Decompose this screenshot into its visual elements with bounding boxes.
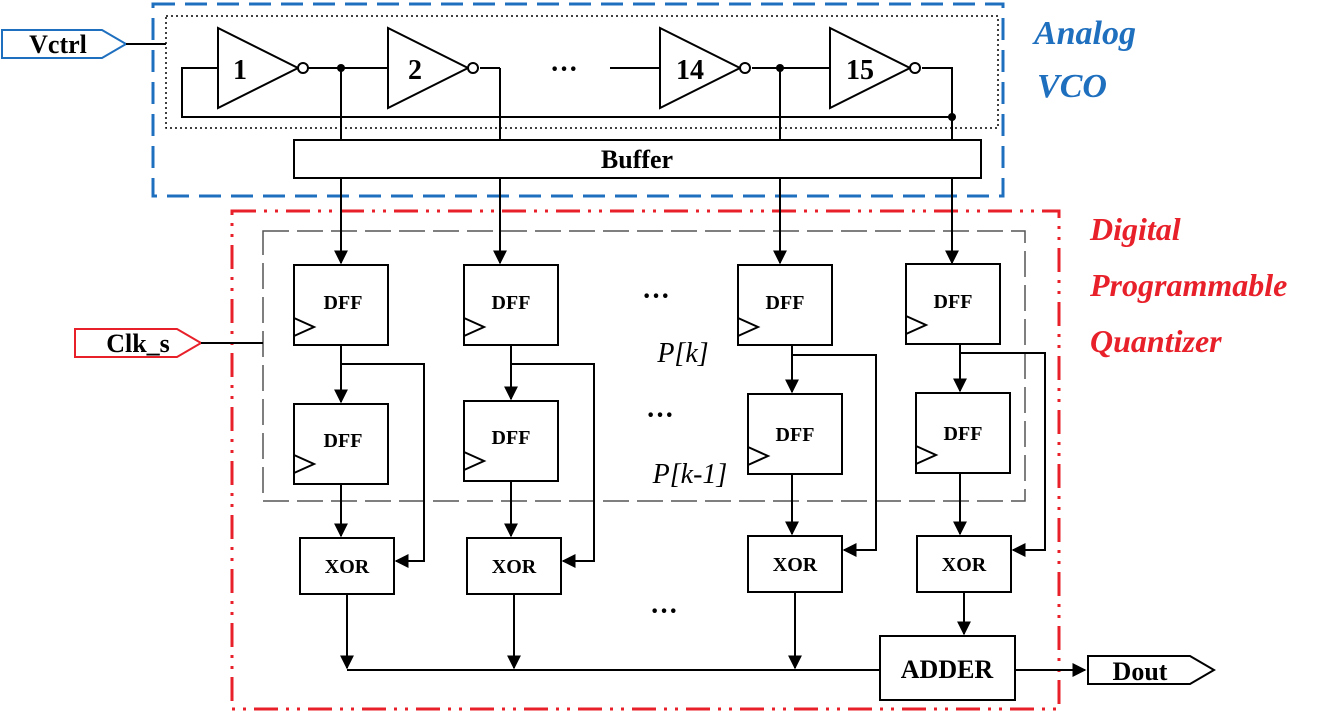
dout-port xyxy=(1087,655,1216,685)
clk-port xyxy=(74,328,203,358)
dff-label: DFF xyxy=(776,424,815,446)
quantizer-title-line1: Digital xyxy=(1089,211,1181,247)
xor-label: XOR xyxy=(773,554,818,576)
inverter-2-label: 2 xyxy=(408,55,422,86)
vco-ellipsis: ··· xyxy=(550,54,578,85)
inverter-15-label: 15 xyxy=(846,55,874,86)
vco-title-line2: VCO xyxy=(1037,68,1107,105)
dff-label: DFF xyxy=(934,291,973,313)
quantizer-title-line2: Programmable xyxy=(1089,267,1287,303)
vctrl-label: Vctrl xyxy=(29,30,87,59)
column-4: DFF DFF XOR xyxy=(905,263,1012,593)
inverter-2: 2 xyxy=(387,26,479,110)
column-3: DFF DFF XOR xyxy=(737,264,843,593)
register-boundary xyxy=(262,230,1026,502)
quantizer-title-line3: Quantizer xyxy=(1090,323,1222,359)
inverter-1-label: 1 xyxy=(233,55,247,86)
dff-label: DFF xyxy=(766,292,805,314)
dout-label: Dout xyxy=(1113,657,1168,686)
vctrl-port xyxy=(1,29,128,59)
ellipsis-dff-row: ··· xyxy=(642,281,670,312)
adder-label: ADDER xyxy=(901,655,994,684)
xor-label: XOR xyxy=(325,556,370,578)
inverter-14: 14 xyxy=(659,26,751,110)
inverter-14-label: 14 xyxy=(676,55,704,86)
buffer-block xyxy=(293,139,982,179)
inverter-1: 1 xyxy=(217,26,309,110)
xor-label: XOR xyxy=(492,556,537,578)
pk-label: P[k] xyxy=(656,338,708,369)
column-1: DFF DFF XOR xyxy=(293,264,395,595)
dff-label: DFF xyxy=(944,423,983,445)
inverter-15: 15 xyxy=(829,26,921,110)
dff-label: DFF xyxy=(492,427,531,449)
ellipsis-xor-row: ··· xyxy=(650,596,678,627)
column-2: DFF DFF XOR xyxy=(463,264,562,595)
vco-title-line1: Analog xyxy=(1032,15,1136,52)
dff-label: DFF xyxy=(324,292,363,314)
vco-boundary xyxy=(151,2,1005,198)
clk-label: Clk_s xyxy=(106,329,170,358)
xor-label: XOR xyxy=(942,554,987,576)
ring-oscillator-boundary xyxy=(165,15,999,129)
adder-block xyxy=(879,635,1016,701)
quantizer-boundary xyxy=(230,209,1061,711)
buffer-label: Buffer xyxy=(601,145,673,174)
dff-label: DFF xyxy=(324,430,363,452)
dff-label: DFF xyxy=(492,292,531,314)
ellipsis-dff-row2: ··· xyxy=(646,400,674,431)
pk1-label: P[k-1] xyxy=(652,459,728,490)
